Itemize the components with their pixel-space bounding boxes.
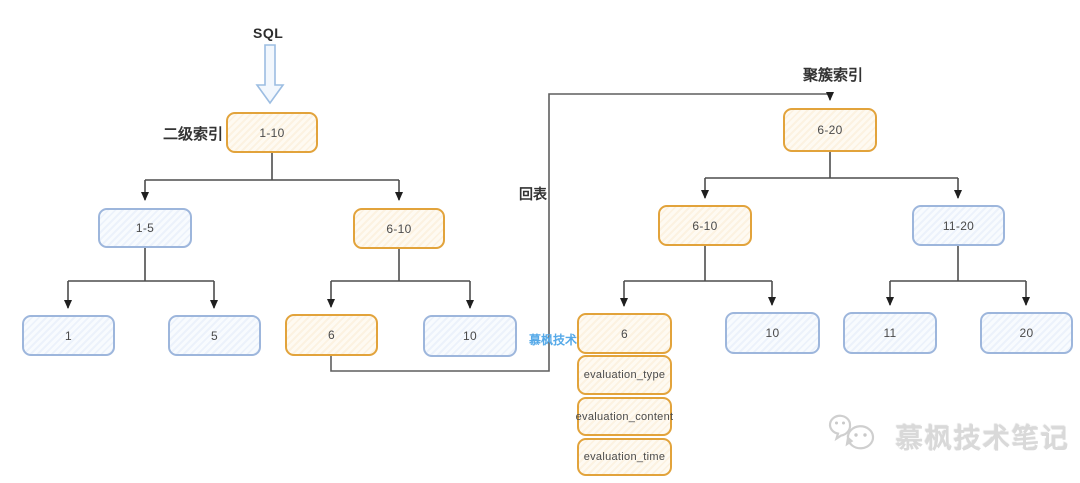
clustered-leaf-node-3: 20 [980,312,1073,354]
clustered-internal-node-0: 6-10 [658,205,752,246]
record-field-row-1: evaluation_content [576,397,673,436]
record-field-row-0: evaluation_type [577,355,672,395]
secondary-root-node: 1-10 [226,112,318,153]
sql-down-arrow-icon [255,44,285,105]
back-to-table-label: 回表 [519,186,547,202]
secondary-internal-node-0: 1-5 [98,208,192,248]
clustered-leaf-node-2: 11 [843,312,937,354]
wechat-icon [828,414,875,450]
inline-watermark: 慕枫技术 [529,333,578,347]
secondary-leaf-node-3: 10 [423,315,517,357]
record-field-row-2: evaluation_time [577,438,672,476]
clustered-leaf-node-1: 10 [725,312,820,354]
secondary-index-label: 二级索引 [163,126,224,143]
clustered-index-label: 聚簇索引 [803,67,864,84]
secondary-leaf-node-0: 1 [22,315,115,356]
footer-watermark: 慕枫技术笔记 [828,412,1070,460]
back-to-table-connector [330,92,834,372]
clustered-internal-node-1: 11-20 [912,205,1005,246]
clustered-root-node: 6-20 [783,108,877,152]
secondary-leaf-node-2: 6 [285,314,378,356]
secondary-leaf-node-1: 5 [168,315,261,356]
footer-watermark-text: 慕枫技术笔记 [896,423,1070,454]
clustered-leaf-node-0: 6 [577,313,672,354]
secondary-internal-node-1: 6-10 [353,208,445,249]
sql-label: SQL [253,25,284,41]
